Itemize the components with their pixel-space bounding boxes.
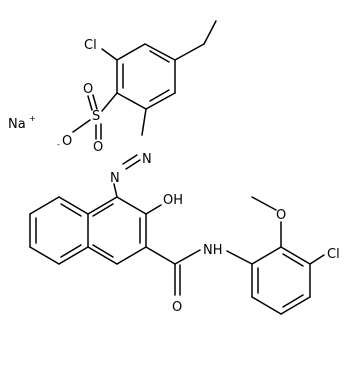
sulfonate-oxygen-top-label: O bbox=[83, 82, 93, 97]
azo-nitrogen-lower-label: N bbox=[110, 171, 120, 186]
sodium-label: Na bbox=[8, 117, 26, 132]
c-cl-bond bbox=[101, 48, 118, 61]
chlorine-right-label: Cl bbox=[327, 247, 340, 262]
azo-nitrogen-upper-label: N bbox=[142, 152, 152, 167]
sulfonate-oxygen-anion-label: O bbox=[62, 134, 72, 149]
sulfonate-group: S O O O - bbox=[57, 82, 118, 155]
methoxy-group: O bbox=[251, 196, 286, 248]
azo-linkage: N N bbox=[110, 108, 152, 198]
carbonyl-oxygen-label: O bbox=[172, 300, 182, 315]
amide-nh-label: NH bbox=[203, 243, 223, 258]
anilide-ring bbox=[251, 246, 311, 315]
sulfur-label: S bbox=[92, 109, 100, 124]
chlorine-top-label: Cl bbox=[84, 38, 97, 53]
anilide-c-cl-bond bbox=[309, 254, 325, 265]
ethyl-group bbox=[174, 20, 217, 61]
negative-charge-label: - bbox=[57, 140, 60, 149]
naphthalene-left-ring bbox=[29, 196, 89, 265]
naphthalene-right-ring bbox=[87, 196, 147, 265]
positive-charge-label: + bbox=[29, 114, 36, 123]
amide-group: O NH bbox=[145, 243, 253, 315]
c-oh-bond bbox=[145, 204, 162, 215]
hydroxyl-label: OH bbox=[163, 193, 183, 208]
upper-benzene-ring bbox=[116, 43, 176, 110]
methoxy-oxygen-label: O bbox=[276, 208, 286, 223]
sulfonate-oxygen-bottom-label: O bbox=[93, 140, 103, 155]
